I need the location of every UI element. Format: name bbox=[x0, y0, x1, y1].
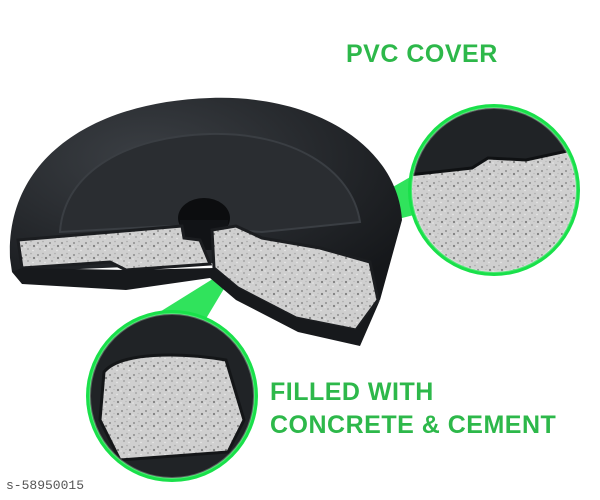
filled-label-line1: FILLED WITH bbox=[270, 378, 434, 406]
pvc-cover-magnified-icon bbox=[408, 104, 580, 276]
filled-label-line2: CONCRETE & CEMENT bbox=[270, 411, 557, 439]
product-id-watermark: s-58950015 bbox=[6, 478, 85, 493]
dumbbell-plate-cutaway-icon bbox=[9, 97, 403, 346]
pvc-cover-label: PVC COVER bbox=[346, 40, 498, 68]
concrete-fill-magnified-icon bbox=[86, 310, 258, 482]
filled-with-concrete-label: FILLED WITH CONCRETE & CEMENT bbox=[270, 376, 556, 442]
